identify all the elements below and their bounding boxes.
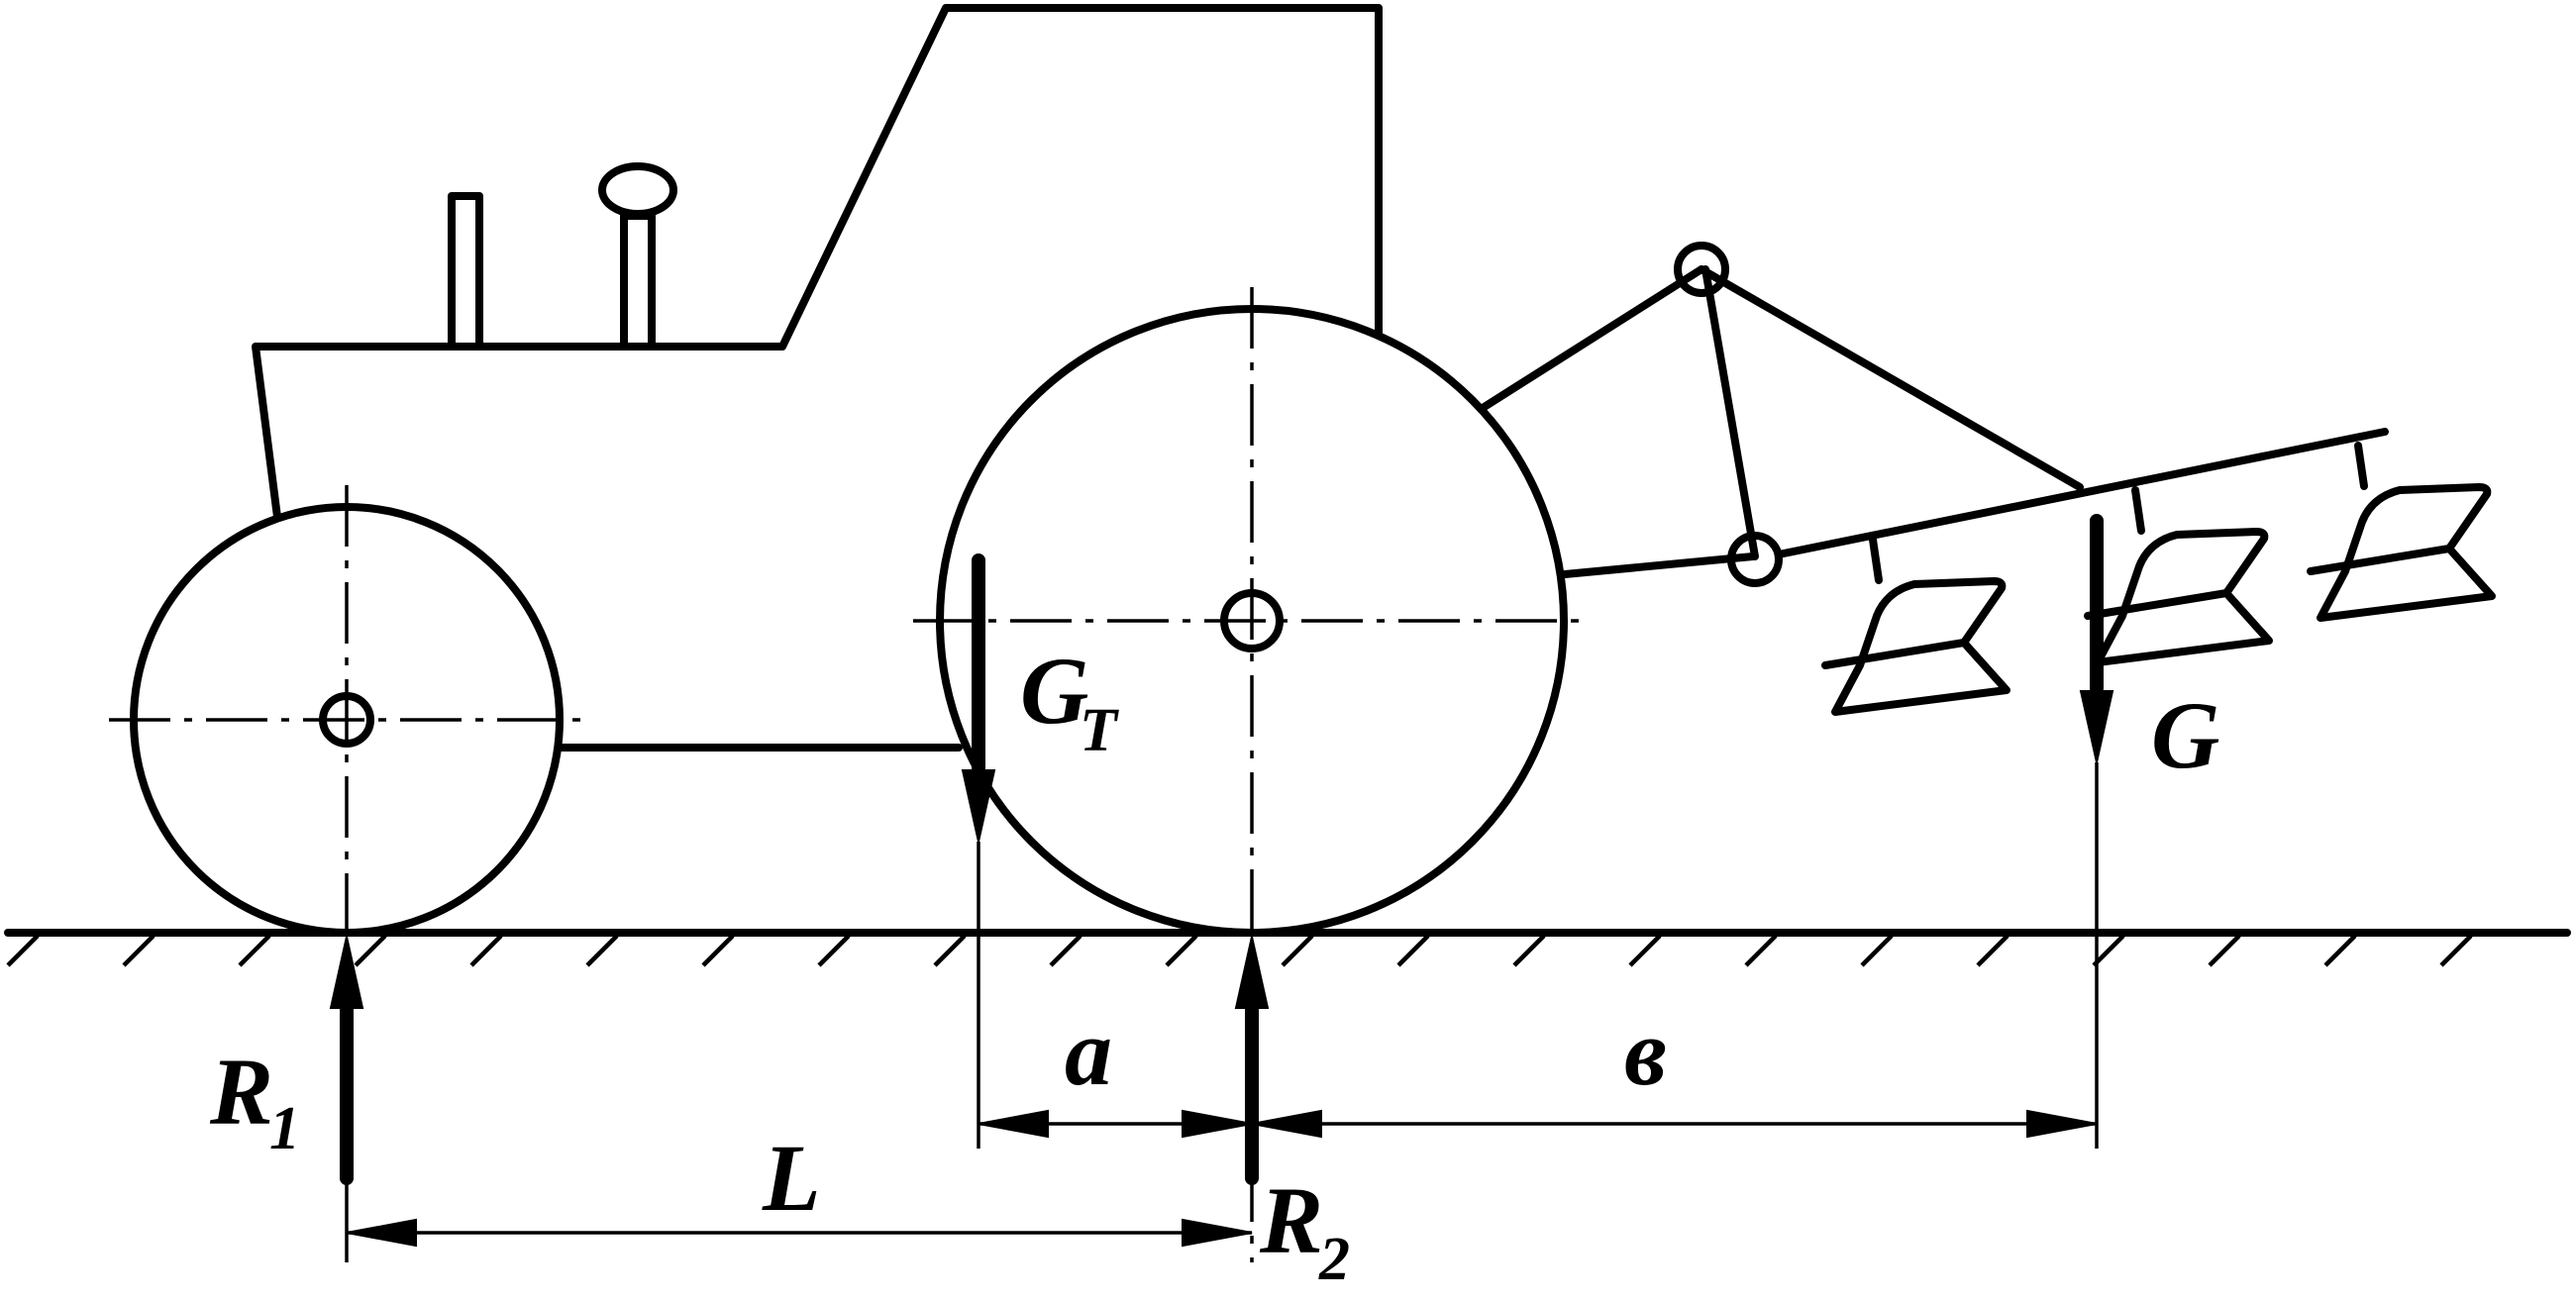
label-gt: G — [1020, 638, 1088, 744]
ground-hatch-mark — [1976, 934, 2009, 967]
front-reaction-arrow-head — [1234, 936, 1270, 1009]
label-r1-subscript: 1 — [269, 1095, 300, 1162]
plough-standard — [2131, 486, 2145, 535]
plough-bodies — [1821, 442, 2496, 716]
plough — [1775, 428, 2496, 716]
label-r2-subscript: 2 — [1318, 1226, 1350, 1293]
tractor-hood-cab-outline — [252, 4, 1383, 521]
ground-hatch-mark — [585, 934, 619, 967]
plough-share-outline — [2307, 483, 2496, 622]
ground-hatch-mark — [1744, 934, 1778, 967]
label-r1: R — [209, 1039, 273, 1145]
ground-hatch-mark — [1165, 934, 1198, 967]
ground — [4, 929, 2571, 967]
ground-hatch-mark — [238, 934, 271, 967]
ground-hatch-mark — [1281, 934, 1314, 967]
lower-pivot-joint — [1727, 532, 1783, 587]
ground-hatch-mark — [354, 934, 387, 967]
tractor-body — [252, 4, 1383, 752]
plough-share-outline — [1821, 577, 2010, 716]
plough-weight-arrow-head — [2079, 690, 2114, 763]
top-brace — [1698, 265, 2084, 491]
labels: R 1 R 2 G T G L a в — [209, 638, 2219, 1293]
dim-b-arrow-left — [1251, 1109, 1322, 1139]
plough-share-outline — [2084, 528, 2273, 666]
ground-hatch-mark — [1049, 934, 1082, 967]
plough-standard — [2354, 442, 2368, 490]
dim-l-arrow-left — [346, 1218, 417, 1248]
ground-hatch-mark — [817, 934, 851, 967]
dim-a-arrow-right — [1182, 1109, 1253, 1139]
dim-a-arrow-left — [978, 1109, 1049, 1139]
dim-b-arrow-right — [2026, 1109, 2098, 1139]
dimensions — [345, 762, 2099, 1262]
label-a: a — [1065, 999, 1112, 1105]
forces — [329, 514, 2114, 1185]
label-b: в — [1624, 999, 1667, 1105]
plough-body — [2084, 486, 2273, 666]
label-r2: R — [1259, 1167, 1323, 1273]
plough-standard — [1869, 536, 1883, 584]
ground-hatch-mark — [933, 934, 967, 967]
upper-link — [1479, 265, 1705, 412]
ground-hatch-mark — [701, 934, 735, 967]
ground-hatch-mark — [122, 934, 155, 967]
lower-link — [1561, 552, 1757, 578]
label-gt-subscript: T — [1080, 697, 1119, 764]
ground-hatch-mark — [2208, 934, 2241, 967]
tractor-weight-arrow-head — [961, 769, 996, 843]
ground-hatch-mark — [6, 934, 40, 967]
lift-rod — [1701, 265, 1759, 560]
ground-hatch-mark — [469, 934, 503, 967]
plough-body — [1821, 536, 2010, 716]
ground-hatch-mark — [2092, 934, 2125, 967]
ground-hatch-mark — [2323, 934, 2357, 967]
label-l: L — [762, 1125, 821, 1231]
label-g: G — [2151, 682, 2219, 788]
three-point-hitch — [1479, 242, 2084, 587]
small-wheel — [109, 485, 584, 937]
ground-hatch-mark — [2439, 934, 2473, 967]
ground-hatch-mark — [1628, 934, 1662, 967]
ground-hatching — [6, 934, 2473, 967]
ground-hatch-mark — [1396, 934, 1430, 967]
air-intake-pipe — [620, 212, 656, 351]
plough-body — [2307, 442, 2496, 622]
rear-reaction-arrow-head — [329, 936, 364, 1009]
exhaust-pipe — [448, 192, 483, 351]
dim-l-arrow-right — [1182, 1218, 1253, 1248]
ground-hatch-mark — [1512, 934, 1546, 967]
ground-hatch-mark — [1860, 934, 1894, 967]
air-filter-cap — [598, 162, 677, 218]
plough-frame-beam — [1775, 428, 2389, 558]
upper-pivot-joint — [1674, 242, 1729, 297]
